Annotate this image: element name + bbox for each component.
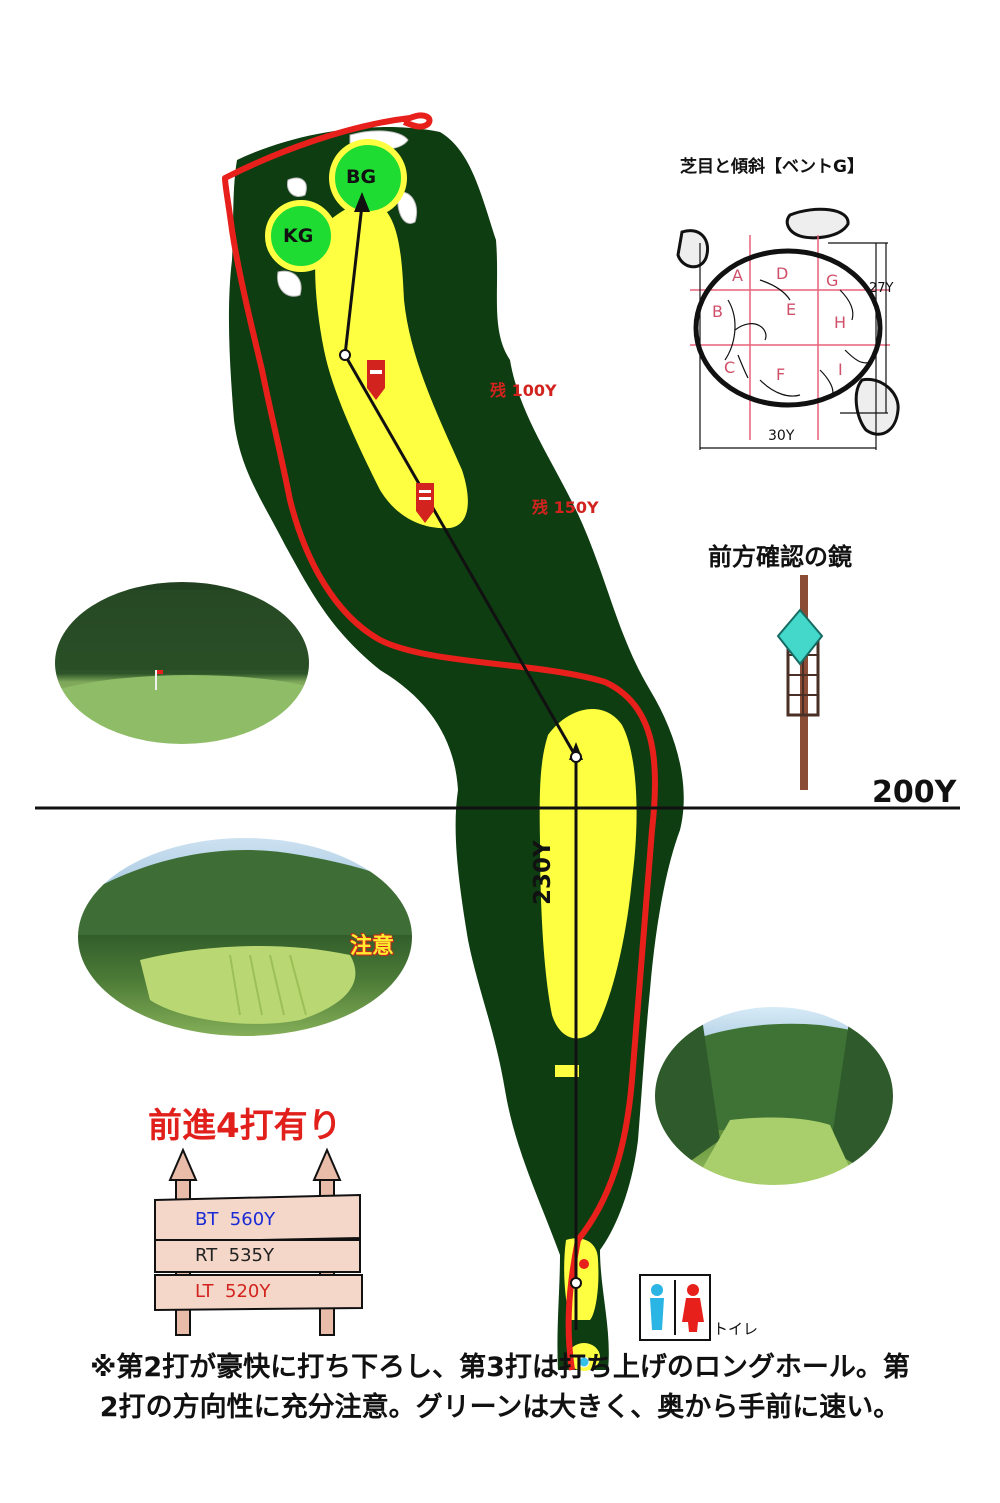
- rough-area: [228, 127, 684, 1370]
- photo-tee-view: [654, 1006, 894, 1186]
- mirror-title: 前方確認の鏡: [708, 543, 852, 571]
- green-width-label: 30Y: [768, 428, 795, 444]
- tee-box-front: [555, 1065, 579, 1077]
- green-section-d: D: [776, 264, 789, 283]
- green-section-a: A: [732, 266, 743, 285]
- blue-tee-marker: [578, 1356, 590, 1368]
- remain-150-label: 残 150Y: [532, 498, 599, 517]
- korai-green-label: KG: [283, 225, 314, 247]
- toilet-label: トイレ: [713, 1320, 759, 1338]
- description-line-1: ※第2打が豪快に打ち下ろし、第3打は打ち上げのロングホール。第: [90, 1352, 910, 1383]
- green-section-c: C: [724, 358, 736, 377]
- drive-230y-label: 230Y: [530, 840, 556, 905]
- hole-description: ※第2打が豪快に打ち下ろし、第3打は打ち上げのロングホール。第 2打の方向性に充…: [0, 1348, 1000, 1428]
- big-green: [329, 139, 407, 217]
- marker-150y: [416, 483, 434, 523]
- green-depth-label: 27Y: [869, 281, 894, 296]
- ob-line: [222, 112, 659, 1371]
- photo-second-shot-view: [77, 837, 413, 1037]
- green-diagram: [676, 207, 900, 450]
- green-section-h: H: [834, 313, 847, 332]
- red-tee-marker: [579, 1259, 589, 1269]
- tee-rt-label: RT 535Y: [195, 1245, 274, 1266]
- green-diagram-title: 芝目と傾斜【ベントG】: [680, 157, 864, 177]
- big-green-label: BG: [346, 166, 377, 188]
- description-line-2: 2打の方向性に充分注意。グリーンは大きく、奥から手前に速い。: [99, 1392, 901, 1423]
- remain-100-label: 残 100Y: [490, 381, 557, 400]
- tee-bt-label: BT 560Y: [195, 1209, 276, 1230]
- caution-label: 注意: [350, 934, 395, 959]
- shot-path: [339, 192, 590, 1368]
- fairway-lower: [539, 708, 637, 1039]
- mirror-illustration: [776, 575, 824, 790]
- toilet-sign: [639, 1274, 711, 1341]
- green-section-e: E: [786, 300, 797, 319]
- tee-lt-label: LT 520Y: [195, 1281, 271, 1302]
- green-section-f: F: [776, 365, 786, 384]
- green-section-g: G: [826, 271, 839, 290]
- korai-green: [265, 200, 337, 272]
- tee-signboard: [154, 1147, 363, 1336]
- forward-tee-label: 前進4打有り: [148, 1106, 342, 1146]
- photo-green-view: [54, 581, 310, 745]
- green-section-i: I: [838, 360, 843, 379]
- marker-100y: [367, 360, 385, 400]
- green-section-b: B: [712, 302, 723, 321]
- line-200y-label: 200Y: [872, 775, 957, 810]
